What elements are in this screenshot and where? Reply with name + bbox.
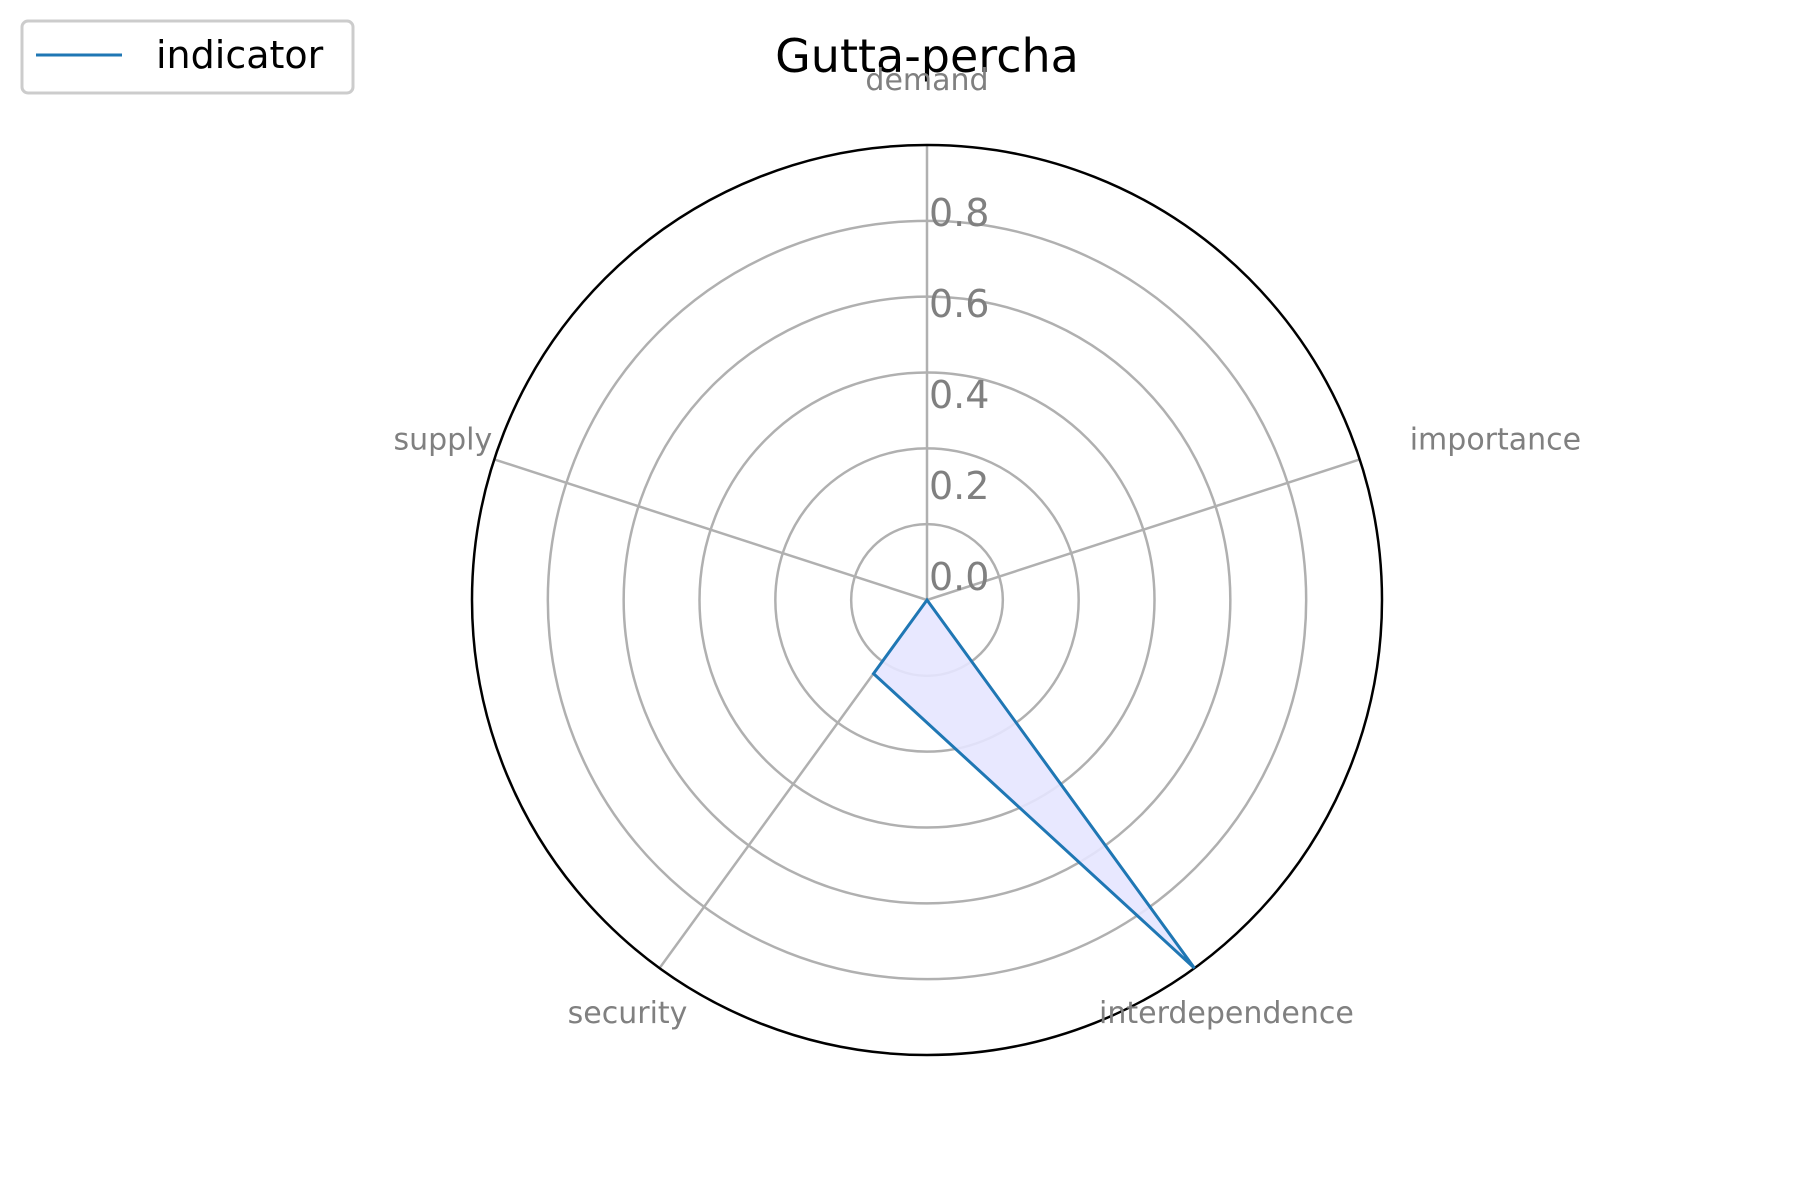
legend-label-indicator: indicator — [156, 33, 324, 77]
category-label-importance: importance — [1410, 422, 1581, 457]
r-tick-label: 0.8 — [929, 191, 989, 235]
r-tick-label: 0.6 — [929, 282, 989, 326]
series-line-indicator — [871, 597, 1196, 970]
outer-frame — [470, 143, 1384, 1057]
r-tick-label: 0.0 — [929, 555, 989, 599]
series-layer — [871, 597, 1196, 970]
series-area-indicator — [873, 600, 1195, 969]
category-label-demand: demand — [865, 63, 988, 98]
radial-tick-labels: 0.0 0.2 0.4 0.6 0.8 — [929, 191, 989, 599]
r-tick-label: 0.2 — [929, 464, 989, 508]
legend-frame — [20, 19, 355, 95]
r-tick-label: 0.4 — [929, 373, 989, 417]
category-label-interdependence: interdependence — [1099, 996, 1354, 1031]
spoke-supply — [493, 458, 928, 602]
category-label-supply: supply — [393, 422, 492, 457]
chart-title: Gutta-percha — [775, 29, 1079, 83]
category-labels: demand importance interdependence security s… — [393, 63, 1581, 1031]
category-label-security: security — [568, 996, 688, 1031]
legend: indicator — [20, 19, 355, 95]
spoke-importance — [926, 458, 1361, 602]
